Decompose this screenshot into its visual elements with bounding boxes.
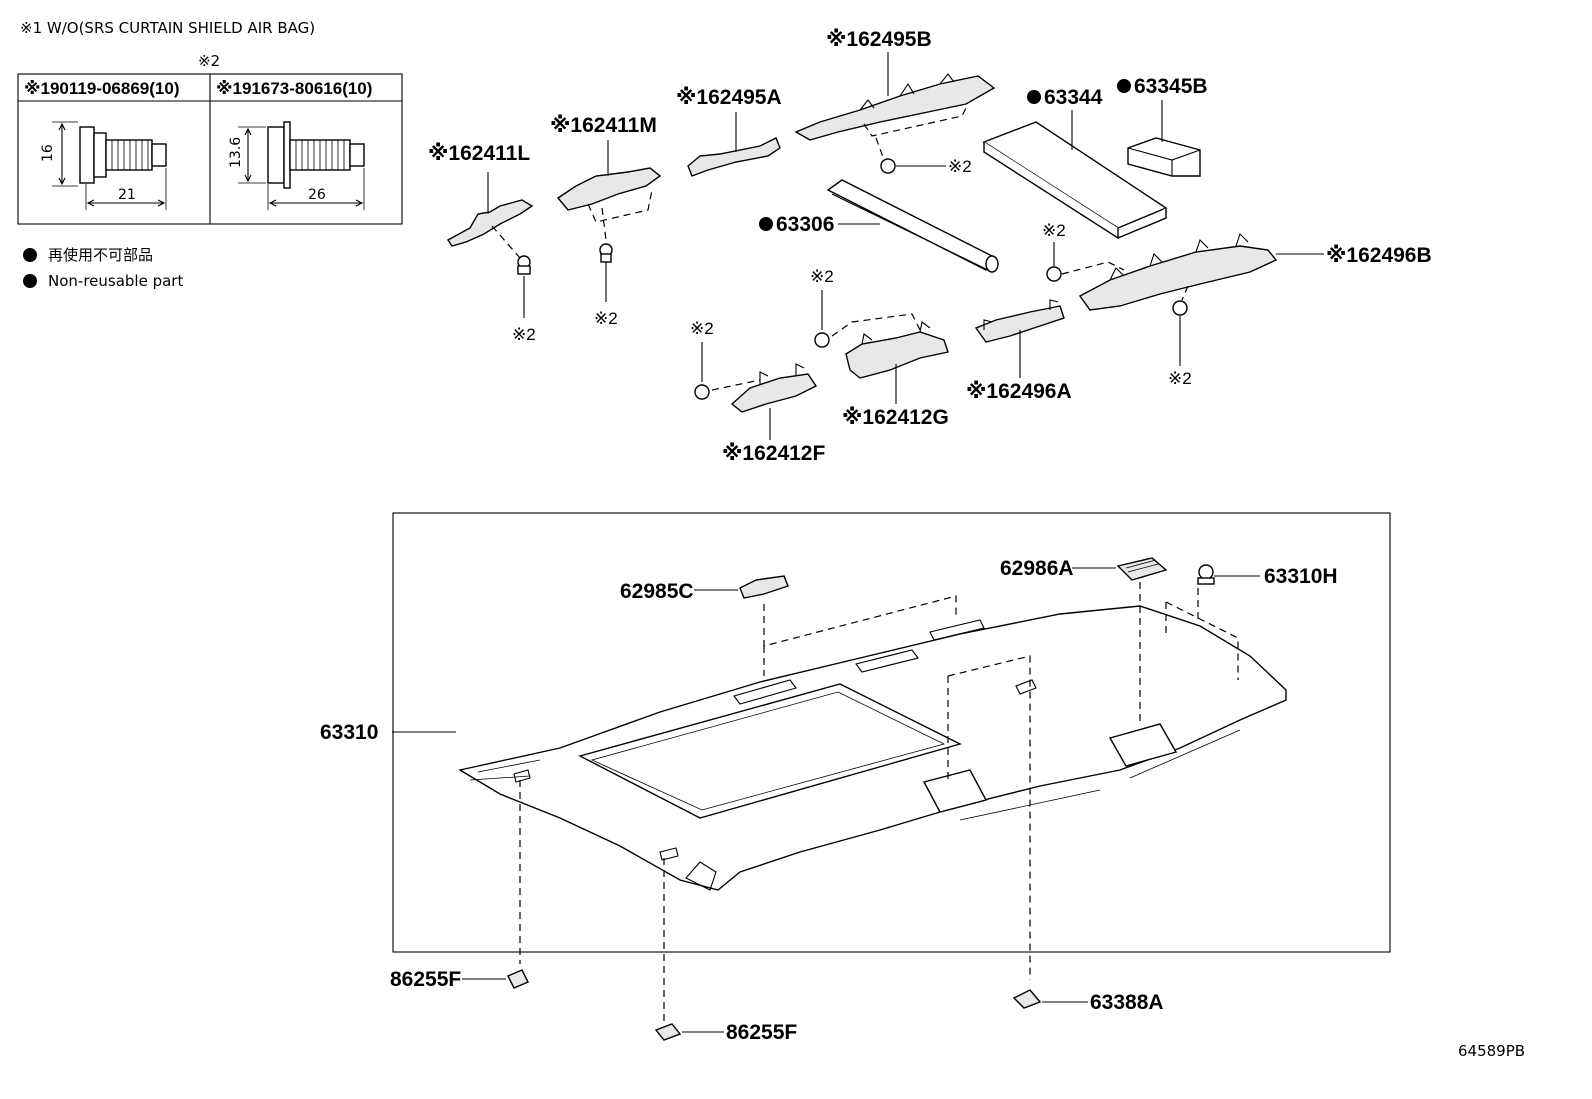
callout-63345B: 63345B — [1134, 75, 1208, 98]
callout-62496B: ※162496B — [1326, 244, 1432, 267]
callout-63388A: 63388A — [1090, 991, 1164, 1014]
callout-63310H: 63310H — [1264, 565, 1338, 588]
part-62985C: 62985C — [620, 575, 957, 676]
bolt2-height-dim: 13.6 — [228, 137, 244, 168]
callout-62496A: ※162496A — [966, 380, 1072, 403]
part-62986A: 62986A — [1000, 557, 1168, 724]
non-reusable-marker-icon — [1117, 79, 1131, 93]
bolt-drawing-2: 13.6 26 — [228, 121, 365, 210]
bolt-drawing-1: 16 21 — [40, 121, 167, 210]
part-62496A: ※162496A — [966, 299, 1072, 403]
part-62496B: ※162496B ※2 ※2 — [1042, 221, 1432, 388]
callout-star2: ※2 — [810, 267, 834, 286]
callout-62986A: 62986A — [1000, 557, 1074, 580]
part-63306: 63306 — [759, 179, 999, 273]
legend-bullet-icon — [23, 248, 37, 262]
callout-star2: ※2 — [690, 319, 714, 338]
callout-86255F-bottom: 86255F — [726, 1021, 797, 1044]
wo-note: ※1 W/O(SRS CURTAIN SHIELD AIR BAG) — [20, 19, 315, 37]
callout-63310: 63310 — [320, 721, 378, 744]
part-62495B: ※162495B ※2 — [794, 28, 996, 176]
fastener-table: ※190119-06869(10) ※191673-80616(10) 16 2… — [17, 73, 403, 225]
callout-62412F: ※162412F — [722, 442, 825, 465]
bolt1-height-dim: 16 — [40, 144, 56, 162]
callout-star2: ※2 — [1168, 369, 1192, 388]
callout-62412G: ※162412G — [842, 406, 949, 429]
part-62412G: ※2 ※162412G — [810, 267, 949, 429]
callout-62411M: ※162411M — [550, 114, 657, 137]
bolt1-length-dim: 21 — [118, 187, 136, 203]
part-62495A: ※162495A — [676, 86, 782, 177]
callout-star2: ※2 — [512, 325, 536, 344]
callout-star2: ※2 — [948, 157, 972, 176]
part-62412F: ※2 ※162412F — [690, 319, 825, 465]
part-63310-headliner: 63310 — [320, 605, 1287, 891]
non-reusable-marker-icon — [1027, 90, 1041, 104]
bolt2-length-dim: 26 — [308, 187, 326, 203]
callout-86255F-left: 86255F — [390, 968, 461, 991]
star2-table-header: ※2 — [198, 52, 220, 70]
callout-star2: ※2 — [594, 309, 618, 328]
part-86255F-bottom: 86255F — [654, 1021, 797, 1044]
part-62411L: ※162411L ※2 — [428, 142, 536, 344]
fastener-col1-header: ※190119-06869(10) — [24, 79, 179, 98]
legend-bullet-icon — [23, 274, 37, 288]
diagram-id: 64589PB — [1458, 1042, 1525, 1060]
part-63345B: 63345B — [1117, 75, 1208, 177]
fastener-col2-header: ※191673-80616(10) — [216, 79, 372, 98]
callout-62495B: ※162495B — [826, 28, 932, 51]
callout-62985C: 62985C — [620, 580, 694, 603]
part-86255F-left: 86255F — [390, 968, 529, 991]
callout-62411L: ※162411L — [428, 142, 530, 165]
part-63310H: 63310H — [1165, 564, 1338, 680]
callout-star2: ※2 — [1042, 221, 1066, 240]
callout-63306: 63306 — [776, 213, 834, 236]
part-63344: 63344 — [982, 86, 1168, 240]
callout-63344: 63344 — [1044, 86, 1103, 109]
non-reusable-marker-icon — [759, 217, 773, 231]
part-62411M: ※162411M ※2 — [550, 114, 662, 328]
legend-en: Non-reusable part — [48, 272, 183, 290]
callout-62495A: ※162495A — [676, 86, 782, 109]
legend-jp: 再使用不可部品 — [48, 246, 153, 264]
part-63388A: 63388A — [1012, 989, 1164, 1014]
